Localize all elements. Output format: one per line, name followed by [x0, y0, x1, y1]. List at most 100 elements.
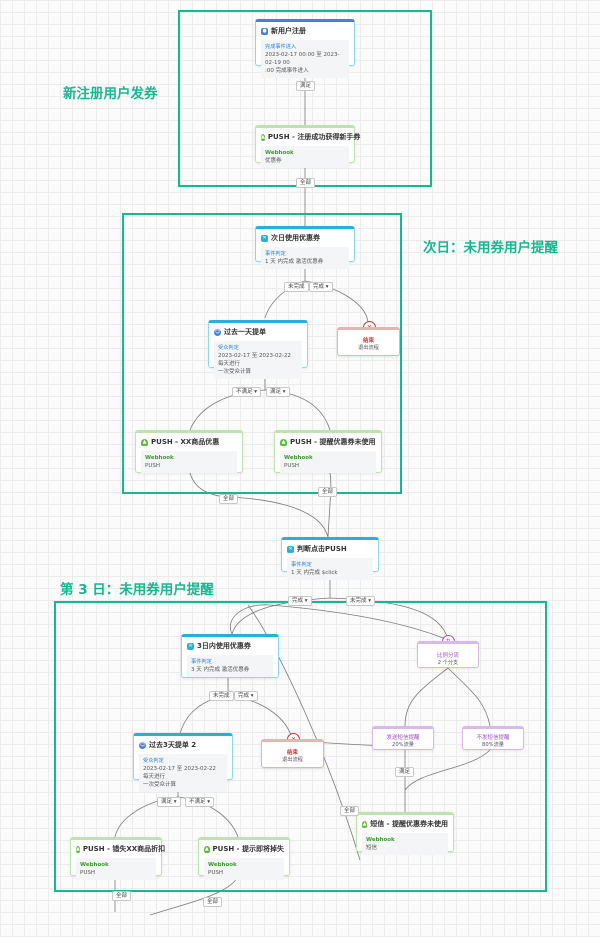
node-click-push[interactable]: ✕判断点击PUSH 事件判定 1 天 内完成 $click [281, 537, 379, 580]
node-content: PUSH [145, 463, 160, 469]
node-title: PUSH - 错失XX商品折扣 [82, 845, 166, 853]
node-push-missed-discount[interactable]: ▲PUSH - 错失XX商品折扣 Webhook PUSH [70, 837, 166, 880]
node-line: 2023-02-17 至 2023-02-22 每天进行 [218, 353, 291, 367]
section-title-day3: 第 3 日：未用券用户提醒 [60, 582, 214, 598]
section-title-next-day: 次日：未用券用户提醒 [423, 240, 558, 256]
edge-label-satisfy[interactable]: 满足 ▾ [266, 387, 290, 397]
node-detail: 事件判定 1 天 内完成 $click [287, 558, 373, 580]
edge-label-all[interactable]: 全部 [296, 178, 316, 188]
node-detail: Webhook PUSH [204, 858, 284, 880]
push-icon: ▲ [204, 845, 210, 853]
node-ratio-split[interactable]: 比例分流 2 个分支 [417, 641, 479, 668]
edge-label-satisfy[interactable]: 满足 [296, 81, 316, 91]
node-title: PUSH - 提示即将掉失 [212, 845, 285, 853]
node-no-sms-branch[interactable]: 不发短信提醒 80%流量 [462, 726, 524, 750]
node-channel: Webhook [265, 150, 294, 156]
node-title: 过去3天提单 2 [149, 741, 197, 749]
node-content: 优惠券 [265, 158, 282, 164]
section-title-new-user: 新注册用户发券 [63, 86, 158, 102]
node-push-xx-discount[interactable]: ▲PUSH - XX商品优惠 Webhook PUSH [135, 430, 243, 473]
node-detail: Webhook PUSH [141, 451, 237, 473]
node-next-day-coupon[interactable]: ✕次日使用优惠券 事件判定 1 天 内完成 激活优惠券 [255, 226, 355, 269]
node-channel: Webhook [80, 862, 109, 868]
node-push-coupon-reminder[interactable]: ▲PUSH - 提醒优惠券未使用 Webhook PUSH [274, 430, 382, 473]
node-line: :00 完成事件进入 [265, 68, 309, 74]
push-icon: ▲ [261, 133, 265, 141]
sms-icon: ▲ [362, 820, 368, 828]
edge-label-not-satisfy[interactable]: 不满足 ▾ [185, 797, 215, 807]
node-subtitle: 事件判定 [265, 251, 286, 257]
node-detail: Webhook 短信 [362, 833, 448, 855]
edge-label-all[interactable]: 全部 [219, 494, 239, 504]
edge-label-all[interactable]: 全部 [340, 806, 360, 816]
node-title: 结束 [286, 750, 298, 756]
edge-label-done[interactable]: 完成 ▾ [288, 596, 312, 606]
node-title: 结束 [362, 338, 374, 344]
node-title: 3日内使用优惠券 [197, 642, 251, 650]
edge-label-not-satisfy[interactable]: 不满足 ▾ [232, 387, 262, 397]
node-channel: Webhook [366, 837, 395, 843]
node-content: 2 个分支 [437, 660, 459, 666]
push-icon: ▲ [280, 438, 287, 446]
node-push-new-coupon[interactable]: ▲PUSH - 注册成功获得新手券 Webhook 优惠券 [255, 125, 360, 168]
push-icon: ▲ [76, 845, 80, 853]
node-day3-coupon[interactable]: ✕3日内使用优惠券 事件判定 3 天 内完成 激活优惠券 [181, 634, 279, 678]
node-line: 一次受众计算 [218, 369, 252, 375]
node-detail: 事件判定 3 天 内完成 激活优惠券 [187, 655, 273, 677]
node-detail: Webhook PUSH [76, 858, 156, 880]
node-content: 20%流量 [392, 742, 414, 748]
node-new-user-register[interactable]: ●新用户注册 完成事件进入 2023-02-17 00:00 至 2023-02… [255, 19, 355, 78]
node-channel: Webhook [284, 455, 313, 461]
judge-icon: ✕ [261, 234, 268, 242]
node-title: 比例分流 [436, 653, 459, 659]
node-content: PUSH [208, 870, 223, 876]
node-channel: Webhook [208, 862, 237, 868]
node-line: 3 天 内完成 激活优惠券 [191, 667, 250, 673]
node-subtitle: 受众判定 [218, 345, 239, 351]
node-line: 1 天 内完成 $click [291, 570, 338, 576]
node-detail: 受众判定 2023-02-17 至 2023-02-22 每天进行 一次受众计算 [139, 754, 227, 792]
node-subtitle: 事件判定 [291, 562, 312, 568]
node-detail: 完成事件进入 2023-02-17 00:00 至 2023-02-19 00 … [261, 40, 349, 78]
node-line: 一次受众计算 [143, 782, 177, 788]
edge-label-done[interactable]: 完成 ▾ [234, 691, 258, 701]
node-channel: Webhook [145, 455, 174, 461]
edge-label-not-done[interactable]: 未完成 ▾ [346, 596, 376, 606]
audience-icon: ☺ [214, 328, 221, 336]
node-title: 新用户注册 [271, 27, 306, 35]
node-past-day-order[interactable]: ☺过去一天提单 受众判定 2023-02-17 至 2023-02-22 每天进… [208, 320, 308, 379]
push-icon: ▲ [141, 438, 148, 446]
node-title: 判断点击PUSH [297, 545, 347, 553]
edge-label-satisfy[interactable]: 满足 [395, 767, 415, 777]
node-detail: Webhook PUSH [280, 451, 376, 473]
node-past3-order[interactable]: ☺过去3天提单 2 受众判定 2023-02-17 至 2023-02-22 每… [133, 733, 233, 792]
edge-label-not-done[interactable]: 未完成 [209, 691, 234, 701]
node-detail: Webhook 优惠券 [261, 146, 349, 168]
node-detail: 受众判定 2023-02-17 至 2023-02-22 每天进行 一次受众计算 [214, 341, 302, 379]
node-title: PUSH - 提醒优惠券未使用 [290, 438, 376, 446]
node-content: PUSH [80, 870, 95, 876]
node-title: PUSH - XX商品优惠 [151, 438, 220, 446]
node-line: 1 天 内完成 激活优惠券 [265, 259, 324, 265]
node-content: 退出流程 [358, 345, 379, 351]
node-subtitle: 事件判定 [191, 659, 212, 665]
section-frame-next-day [122, 213, 402, 494]
audience-icon: ☺ [139, 741, 146, 749]
node-subtitle: 完成事件进入 [265, 44, 297, 50]
node-send-sms-branch[interactable]: 发送短信提醒 20%流量 [372, 726, 434, 750]
node-end-2[interactable]: 结束 退出流程 [261, 739, 324, 768]
node-title: 短信 - 提醒优惠券未使用 [370, 820, 448, 828]
node-title: 不发短信提醒 [476, 735, 510, 741]
event-icon: ● [261, 27, 268, 35]
node-push-expire-soon[interactable]: ▲PUSH - 提示即将掉失 Webhook PUSH [198, 837, 290, 880]
edge-label-done[interactable]: 完成 ▾ [309, 282, 333, 292]
edge-label-not-done[interactable]: 未完成 [284, 282, 309, 292]
edge-label-satisfy[interactable]: 满足 ▾ [157, 797, 181, 807]
edge-label-all[interactable]: 全部 [112, 891, 132, 901]
edge-label-all[interactable]: 全部 [318, 487, 338, 497]
node-sms-reminder[interactable]: ▲短信 - 提醒优惠券未使用 Webhook 短信 [356, 812, 454, 855]
edge-label-all[interactable]: 全部 [203, 897, 223, 907]
node-title: 发送短信提醒 [386, 735, 420, 741]
node-end-1[interactable]: 结束 退出流程 [337, 327, 400, 356]
